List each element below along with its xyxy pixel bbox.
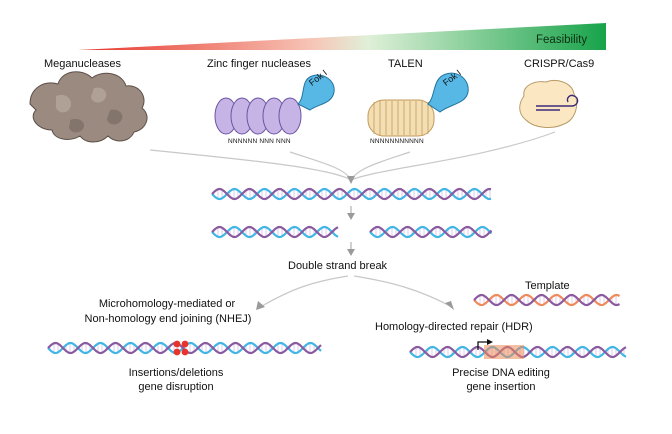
nhej-outcome-line1: Insertions/deletions: [128, 367, 224, 379]
nhej-indel-marks: [173, 340, 189, 356]
hdr-template-label: Template: [525, 280, 570, 292]
fok-domain-zfn: [297, 74, 335, 111]
hdr-outcome-line1: Precise DNA editing: [452, 367, 550, 379]
zinc-finger-protein: [214, 74, 335, 135]
hdr-title: Homology-directed repair (HDR): [375, 321, 533, 333]
feasibility-label: Feasibility: [536, 34, 588, 46]
converging-lines: [149, 131, 556, 181]
feasibility-gradient-wedge: [78, 23, 606, 50]
hdr-outcome-line2: gene insertion: [466, 381, 536, 393]
zinc-finger-label: Zinc finger nucleases: [207, 58, 311, 70]
cas9-protein: [519, 80, 579, 128]
arrow-to-dna: [347, 176, 355, 184]
dna-cut-left: [211, 225, 339, 239]
dna-hdr-template: [473, 293, 621, 307]
fok-domain-talen: [427, 72, 469, 113]
dna-cut-right: [369, 225, 493, 239]
dna-hdr-edited: [409, 345, 627, 359]
meganucleases-label: Meganucleases: [44, 58, 122, 70]
split-arrows: [261, 275, 451, 307]
down-arrow-1: [347, 206, 355, 220]
crispr-label: CRISPR/Cas9: [524, 58, 595, 70]
talen-sequence: NNNNNNNNNNN: [370, 138, 424, 145]
dna-intact: [211, 187, 492, 201]
arrow-to-hdr: [445, 301, 454, 310]
down-arrow-2: [347, 242, 355, 256]
nhej-title-line2: Non-homology end joining (NHEJ): [84, 313, 252, 325]
hdr-insertion-arrow: [477, 339, 493, 350]
talen-label: TALEN: [388, 58, 423, 70]
meganuclease-protein: [29, 71, 148, 143]
dna-layer: [47, 187, 627, 359]
double-strand-break-label: Double strand break: [288, 260, 388, 272]
nhej-title-line1: Microhomology-mediated or: [98, 298, 236, 310]
talen-protein: [367, 72, 469, 137]
zfn-sequence: NNNNNN NNN NNN: [228, 138, 291, 145]
nhej-outcome-line2: gene disruption: [138, 381, 214, 393]
arrow-to-nhej: [256, 301, 265, 310]
